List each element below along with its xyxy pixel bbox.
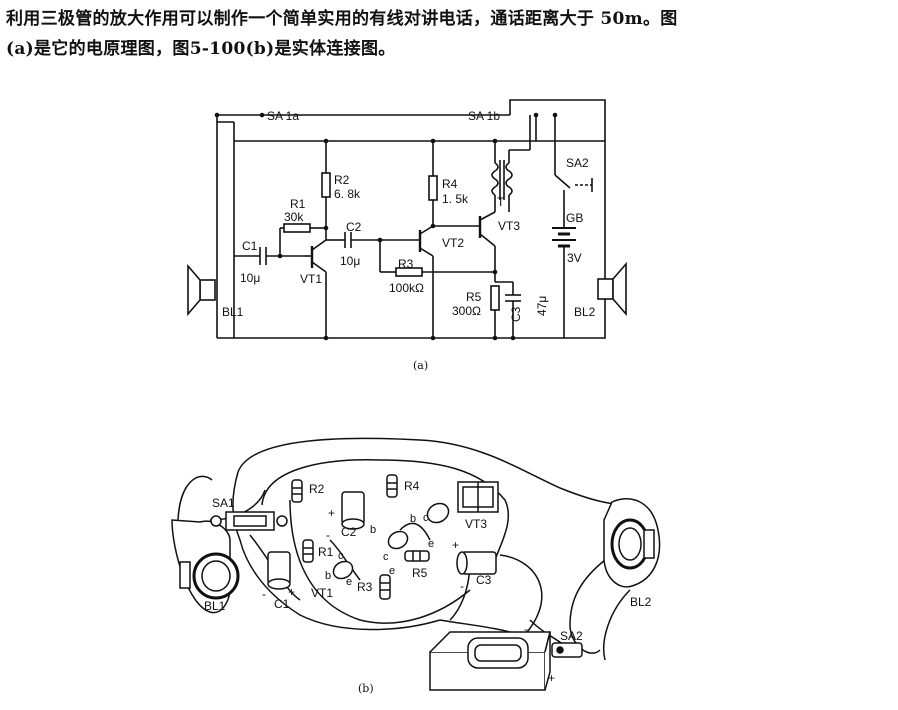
r1-value: 30k [284, 210, 304, 224]
wiring-vt1-label: VT1 [311, 586, 333, 600]
c1-plus: + [288, 585, 295, 599]
schematic-dots [214, 112, 558, 341]
vt3-pin-e: e [428, 538, 434, 550]
r3-value: 100kΩ [389, 281, 424, 295]
wiring-r1-label: R1 [318, 545, 334, 559]
intro-line-2: (a)是它的电原理图，图5-100(b)是实体连接图。 [6, 39, 396, 59]
c3-name: C3 [509, 306, 523, 322]
transformer-label: T [497, 195, 505, 209]
wiring-c2-label: C2 [341, 525, 357, 539]
caption-a: (a) [413, 359, 428, 372]
wiring-r2-label: R2 [309, 482, 325, 496]
r3-name: R3 [398, 257, 414, 271]
wiring-c1-label: C1 [274, 597, 290, 611]
vt3-pin-b: b [410, 513, 416, 525]
r5-name: R5 [466, 290, 482, 304]
wiring-vt3 [426, 502, 450, 524]
wiring-sa1-label: SA1 [212, 496, 235, 510]
wiring-diagram [171, 437, 661, 691]
battery-minus: - [524, 622, 528, 636]
vt1-pin-c: c [338, 550, 344, 562]
wiring-c3-label: C3 [476, 573, 492, 587]
c1-value: 10μ [240, 271, 260, 285]
wiring-r4-label: R4 [404, 479, 420, 493]
wiring-vt2 [387, 530, 409, 550]
battery-plus: + [548, 671, 555, 685]
wiring-r1 [302, 539, 314, 563]
c1-name: C1 [242, 239, 258, 253]
caption-b: (b) [358, 682, 374, 695]
r4-value: 1. 5k [442, 192, 469, 206]
c3-minus: - [460, 579, 464, 593]
c2-plus: + [328, 506, 335, 520]
r2-name: R2 [334, 173, 350, 187]
bl1-label: BL1 [222, 305, 244, 319]
wiring-bl1-label: BL1 [204, 599, 226, 613]
c2-value: 10μ [340, 254, 360, 268]
wiring-vt3-label: VT3 [465, 517, 487, 531]
wiring-r2 [291, 479, 303, 503]
vt3-label: VT3 [498, 219, 520, 233]
intro-line-1: 利用三极管的放大作用可以制作一个简单实用的有线对讲电话，通话距离大于 50m。图 [6, 9, 678, 29]
vt1-pin-b: b [325, 570, 331, 582]
r2-value: 6. 8k [334, 187, 361, 201]
vt1-pin-e: e [346, 576, 352, 588]
c2-minus: - [326, 528, 330, 542]
vt2-label: VT2 [442, 236, 464, 250]
wiring-r3 [379, 574, 391, 600]
vt2-pin-e: e [389, 565, 395, 577]
c1-minus: - [262, 587, 266, 601]
r4-name: R4 [442, 177, 458, 191]
c2-name: C2 [346, 220, 362, 234]
intro-text: 利用三极管的放大作用可以制作一个简单实用的有线对讲电话，通话距离大于 50m。图… [6, 4, 894, 64]
wiring-vt1 [332, 560, 354, 580]
vt3-pin-c: c [423, 512, 429, 524]
wiring-bl2-label: BL2 [630, 595, 652, 609]
sa2-label: SA2 [566, 156, 589, 170]
vt2-pin-c: c [383, 551, 389, 563]
r1-name: R1 [290, 197, 306, 211]
schematic [187, 99, 627, 339]
c3-plus: + [452, 538, 459, 552]
vt2-pin-b: b [370, 524, 376, 536]
sa1a-label: SA 1a [267, 109, 299, 123]
sa1b-label: SA 1b [468, 109, 500, 123]
wiring-r5-label: R5 [412, 566, 428, 580]
r5-value: 300Ω [452, 304, 481, 318]
bl2-label: BL2 [574, 305, 596, 319]
battery-value: 3V [567, 251, 582, 265]
battery-name: GB [566, 211, 583, 225]
c3-value: 47μ [535, 296, 549, 316]
wiring-sa2-label: SA2 [560, 629, 583, 643]
wiring-r3-label: R3 [357, 580, 373, 594]
vt1-label: VT1 [300, 272, 322, 286]
wiring-r4 [386, 474, 398, 498]
wiring-r5 [404, 550, 430, 562]
